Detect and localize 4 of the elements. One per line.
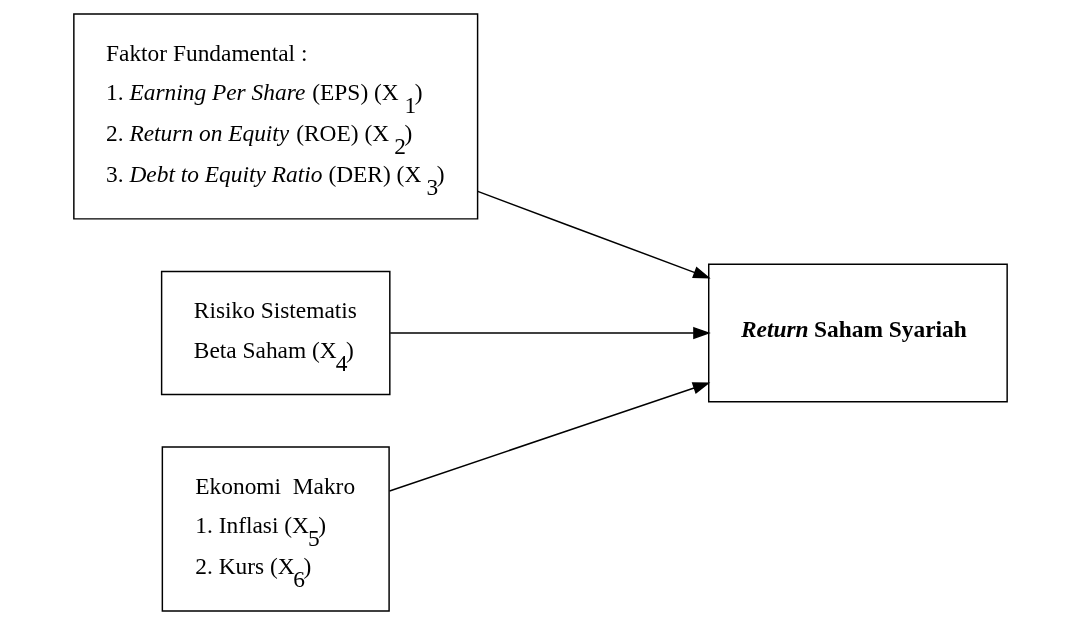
arrow [389, 326, 711, 340]
arrow [388, 382, 711, 492]
arrow [477, 190, 711, 279]
node-box: Return Saham Syariah [708, 263, 1008, 403]
